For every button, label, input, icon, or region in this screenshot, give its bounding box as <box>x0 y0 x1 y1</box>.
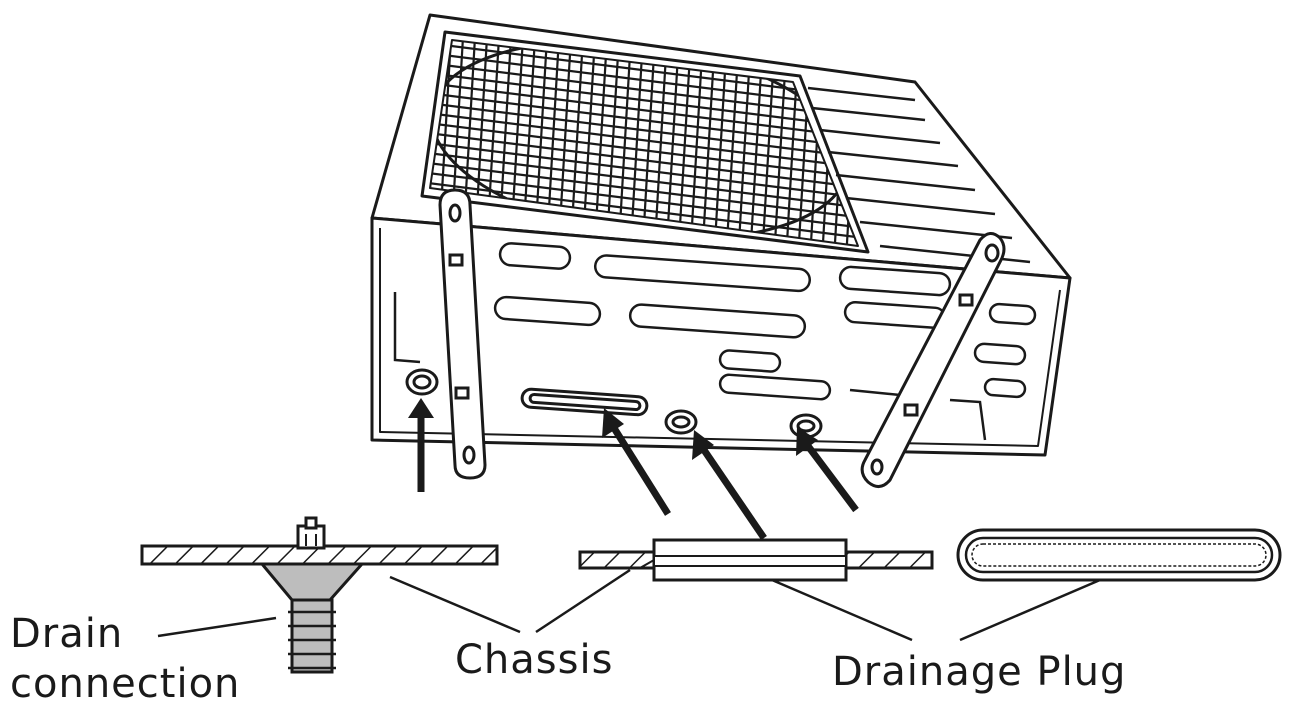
leader-drain-connection <box>157 616 277 638</box>
front-slots <box>393 242 1037 441</box>
arrow-center <box>692 430 767 540</box>
grille-bar-horizontal <box>430 150 858 212</box>
leader-chassis-right <box>535 568 631 634</box>
grille-bar-horizontal <box>430 180 858 242</box>
grille-bar-horizontal <box>430 170 858 232</box>
label-chassis: Chassis <box>455 637 614 683</box>
leader-plug-shape <box>959 578 1101 642</box>
drain-connector <box>258 562 366 602</box>
leader-chassis-left <box>389 575 521 634</box>
arrow-left <box>408 398 434 492</box>
grille-bar-horizontal <box>430 140 858 202</box>
drain-connection-detail <box>140 516 499 674</box>
leader-lines <box>157 568 1101 642</box>
fan-grille-frame <box>420 30 870 254</box>
label-drainage-plug: Drainage Plug <box>832 649 1127 695</box>
leader-plug-section <box>771 578 913 642</box>
mounting-brackets <box>438 188 1006 488</box>
drainage-plug-shape <box>956 528 1282 582</box>
grille-bar-horizontal <box>430 160 858 222</box>
unit-drain-holes <box>405 368 823 439</box>
drainage-plug-detail <box>578 538 934 582</box>
arrows <box>408 398 859 540</box>
arrow-slot <box>602 408 671 516</box>
label-drain-connection-line2: connection <box>10 661 241 707</box>
arrow-right <box>796 427 859 513</box>
label-drain-connection-line1: Drain <box>10 611 124 657</box>
